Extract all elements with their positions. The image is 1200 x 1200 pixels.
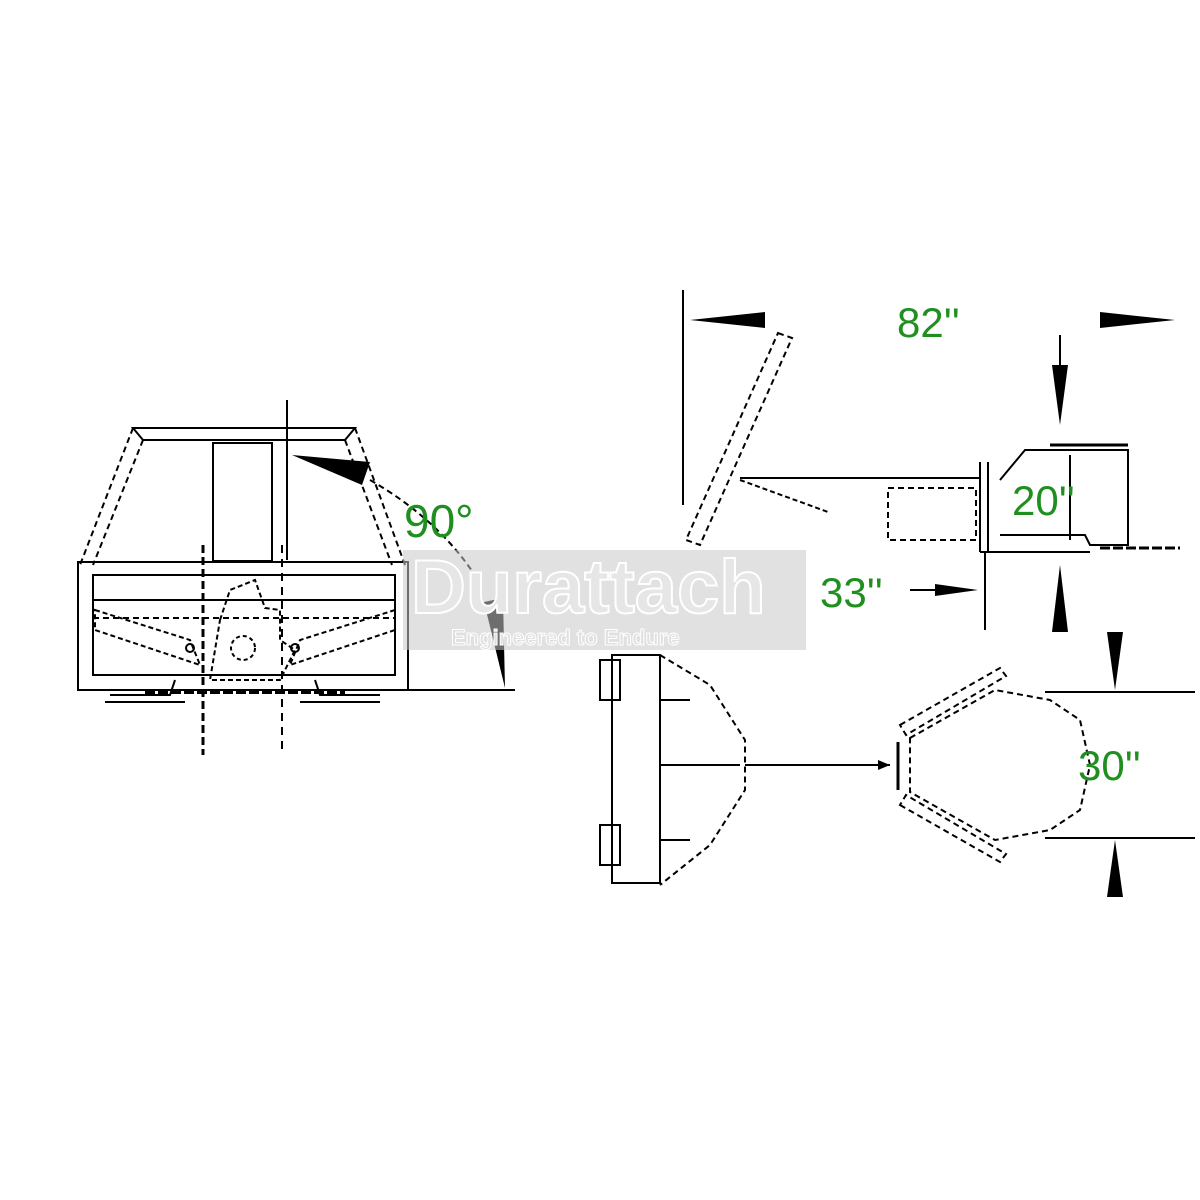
height-label: 20'' (1012, 477, 1075, 524)
depth-label: 33'' (820, 569, 883, 616)
watermark-brand: Durattach (410, 545, 767, 630)
tilt-angle-label: 90° (404, 495, 474, 547)
overall-width-label: 82'' (897, 299, 960, 346)
side-view (682, 290, 1180, 632)
top-view (599, 632, 1195, 897)
watermark-tagline: Engineered to Endure (451, 625, 681, 650)
watermark: Durattach Engineered to Endure (403, 545, 806, 650)
bucket-opening-label: 30'' (1078, 742, 1141, 789)
